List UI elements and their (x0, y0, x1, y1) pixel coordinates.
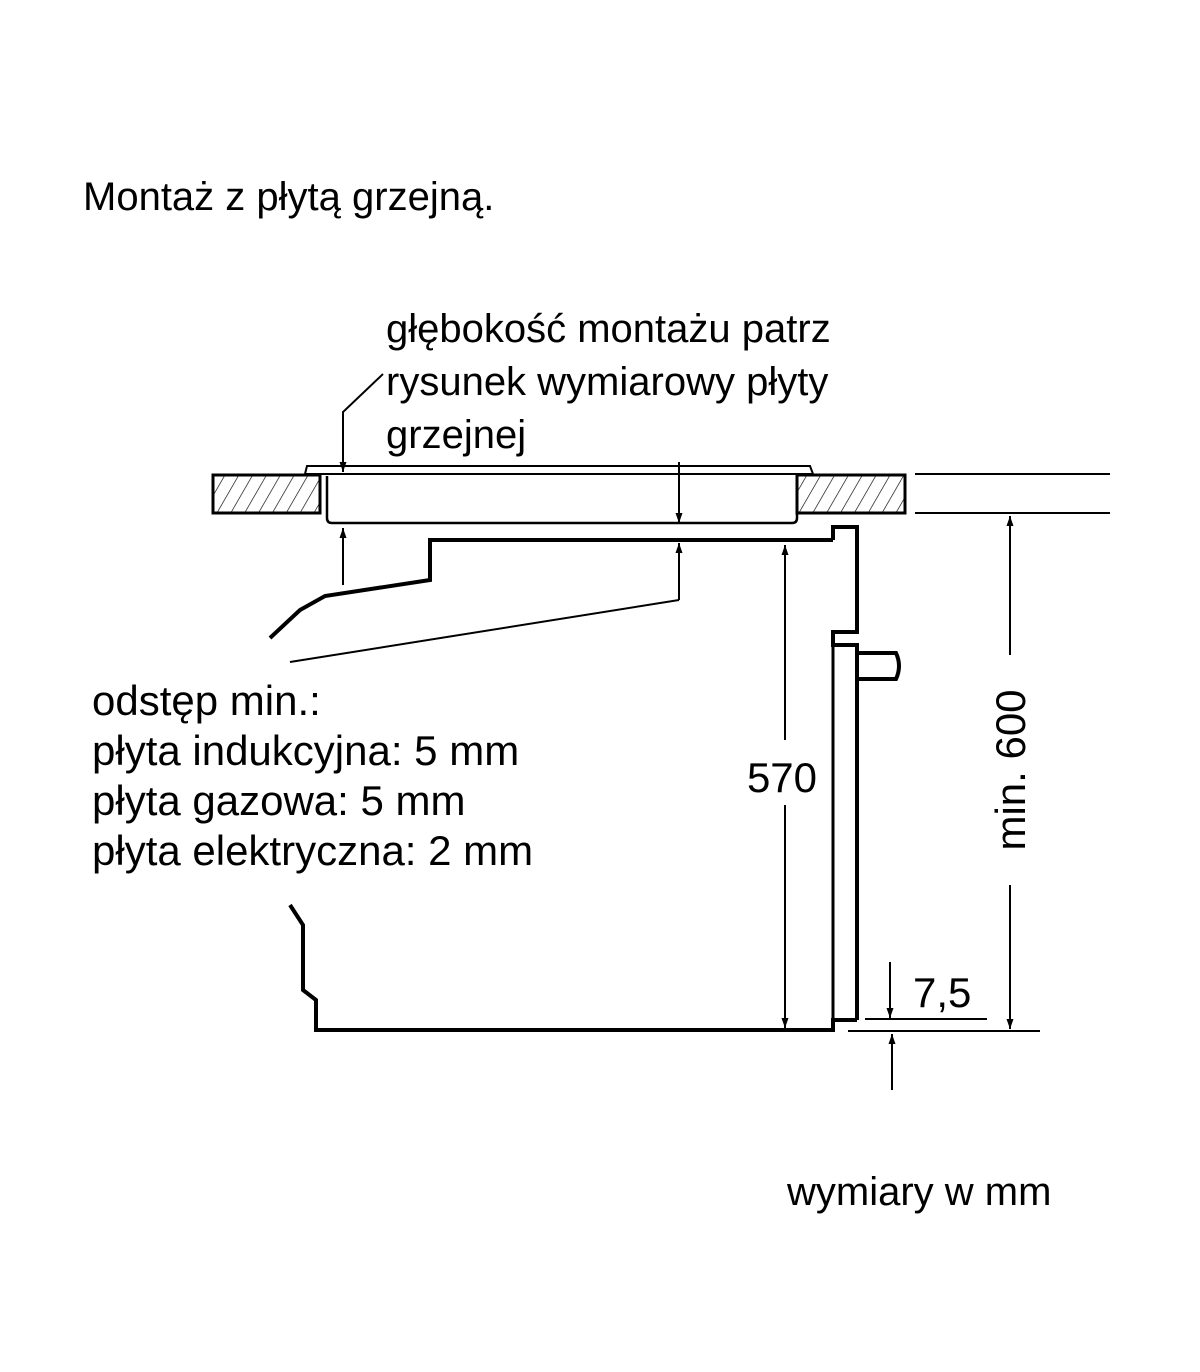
clearance-note-line: odstęp min.: (92, 677, 321, 724)
dimension-label: min. 600 (987, 689, 1034, 850)
dimension-7-5: 7,5 (848, 962, 1040, 1090)
clearance-note-line: płyta elektryczna: 2 mm (92, 827, 533, 874)
dimension-570: 570 (747, 545, 817, 1028)
clearance-note-line: płyta indukcyjna: 5 mm (92, 727, 519, 774)
knob (857, 651, 901, 681)
hob-note-line: rysunek wymiarowy płyty (386, 360, 828, 404)
hob-note-line: głębokość montażu patrz (386, 307, 831, 351)
hob-note-leader (339, 373, 384, 472)
dimension-label: 570 (747, 754, 817, 801)
clearance-arrows (289, 462, 683, 663)
clearance-note: odstęp min.: płyta indukcyjna: 5 mm płyt… (92, 677, 533, 874)
clearance-note-line: płyta gazowa: 5 mm (92, 777, 466, 824)
hob-note: głębokość montażu patrz rysunek wymiarow… (386, 307, 831, 457)
hob (303, 465, 815, 525)
units-note: wymiary w mm (786, 1170, 1051, 1214)
hob-note-line: grzejnej (386, 413, 526, 457)
oven (268, 525, 901, 1032)
dimension-min-600: min. 600 (987, 516, 1034, 1029)
dimension-label: 7,5 (913, 969, 971, 1016)
diagram-title: Montaż z płytą grzejną. (83, 175, 494, 219)
countertop (211, 473, 1110, 515)
